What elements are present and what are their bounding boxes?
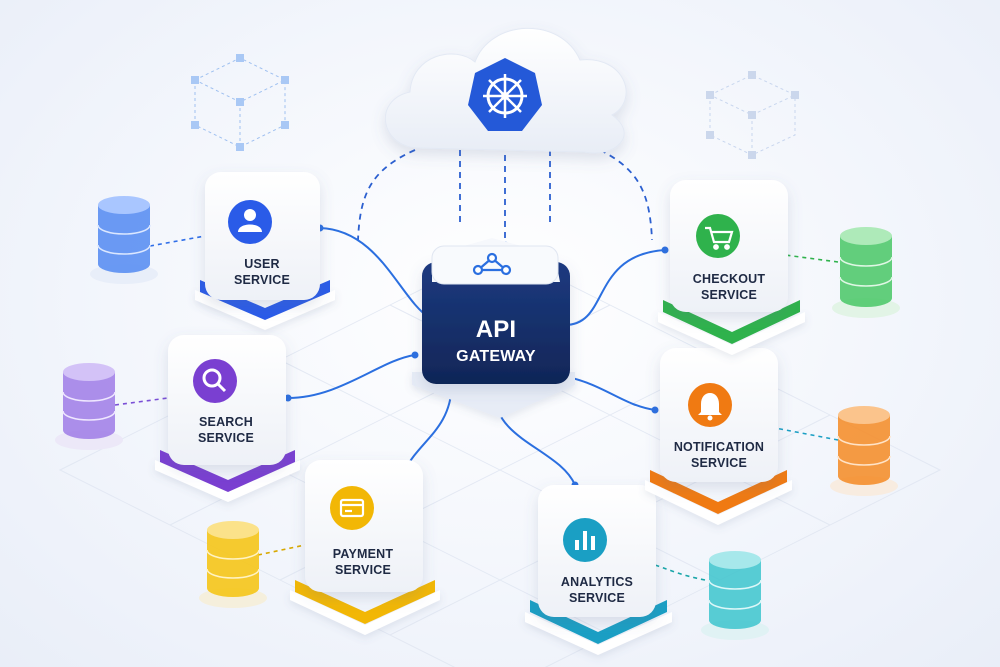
checkout-service-line1: CHECKOUT — [692, 272, 766, 286]
service-card-user[interactable] — [195, 172, 335, 330]
database-search — [55, 363, 123, 450]
service-card-analytics[interactable] — [525, 485, 672, 655]
notification-service-line1: NOTIFICATION — [673, 440, 765, 454]
service-card-search[interactable] — [155, 335, 300, 502]
payment-service-line2: SERVICE — [334, 562, 392, 577]
gateway-label-line2: GATEWAY — [456, 347, 536, 365]
credit-card-icon — [339, 498, 365, 518]
decorative-cube-network-left — [191, 54, 289, 151]
search-icon — [202, 368, 227, 393]
analytics-service-label: ANALYTICS SERVICE — [537, 575, 657, 606]
bar-chart-icon — [575, 531, 595, 550]
api-gateway[interactable] — [412, 238, 575, 418]
service-card-checkout[interactable] — [658, 180, 805, 355]
checkout-service-line2: SERVICE — [700, 287, 758, 302]
bell-icon — [698, 393, 722, 421]
shopping-cart-icon — [705, 226, 734, 250]
gateway-label: API GATEWAY — [426, 316, 566, 366]
service-card-payment[interactable] — [290, 460, 440, 635]
database-user — [90, 196, 158, 284]
database-analytics — [701, 551, 769, 640]
checkout-service-label: CHECKOUT SERVICE — [669, 272, 789, 303]
user-service-line2: SERVICE — [233, 272, 291, 287]
service-card-notification[interactable] — [645, 348, 792, 525]
notification-service-label: NOTIFICATION SERVICE — [659, 440, 779, 471]
gateway-label-line1: API — [475, 316, 517, 343]
decorative-cube-network-right — [706, 71, 799, 159]
user-icon — [238, 209, 262, 232]
cloud-to-gateway-links — [357, 149, 653, 245]
database-links — [114, 235, 839, 581]
notification-service-line2: SERVICE — [690, 455, 748, 470]
database-payment — [199, 521, 267, 608]
analytics-service-line2: SERVICE — [568, 590, 626, 605]
payment-service-line1: PAYMENT — [332, 547, 394, 561]
user-service-line1: USER — [244, 257, 280, 271]
kubernetes-helm-icon — [468, 58, 542, 131]
search-service-line2: SERVICE — [197, 430, 255, 445]
network-nodes-icon — [472, 252, 512, 276]
database-checkout — [832, 227, 900, 318]
user-service-label: USER SERVICE — [202, 257, 322, 288]
search-service-line1: SEARCH — [199, 415, 253, 429]
payment-service-label: PAYMENT SERVICE — [303, 547, 423, 578]
database-notification — [830, 406, 898, 496]
analytics-service-line1: ANALYTICS — [560, 575, 634, 589]
search-service-label: SEARCH SERVICE — [166, 415, 286, 446]
